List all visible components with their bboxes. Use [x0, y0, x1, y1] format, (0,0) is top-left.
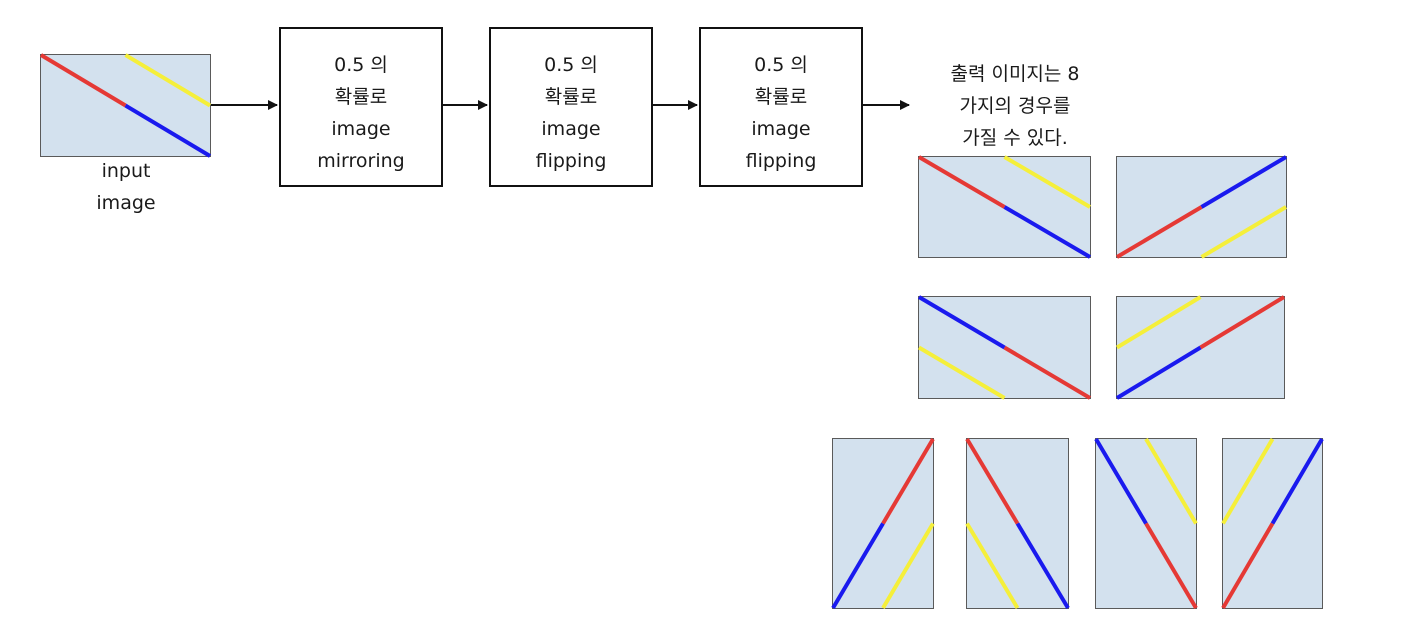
step-text: 0.5 의 [334, 54, 388, 76]
image-lines [965, 437, 1070, 610]
step-text: 0.5 의 [754, 54, 808, 76]
yellow-line [965, 522, 1020, 610]
red-line [1199, 295, 1286, 350]
image-lines [1115, 155, 1288, 259]
red-line [881, 437, 935, 525]
image-lines [917, 155, 1092, 259]
yellow-line [1221, 437, 1275, 525]
yellow-line [1200, 205, 1288, 259]
output-image-1 [917, 155, 1092, 259]
blue-line [1003, 205, 1092, 259]
yellow-line [917, 345, 1006, 400]
red-line [965, 437, 1020, 525]
step-text: 0.5 의 [544, 54, 598, 76]
blue-line [1115, 345, 1202, 400]
image-lines [831, 437, 935, 610]
blue-line [917, 295, 1006, 350]
step-text: image [331, 118, 391, 140]
blue-line [831, 522, 885, 610]
image-lines [39, 53, 212, 158]
yellow-line [1144, 437, 1198, 525]
blue-line [1270, 437, 1324, 525]
image-lines [1094, 437, 1198, 610]
input-image [39, 53, 212, 158]
output-caption-line3: 가질 수 있다. [962, 127, 1068, 149]
red-line [1221, 522, 1275, 610]
yellow-line [124, 53, 212, 108]
input-caption-line1: input [101, 160, 151, 182]
blue-line [1015, 522, 1070, 610]
red-line [1115, 205, 1203, 259]
blue-line [1200, 155, 1288, 209]
red-line [1003, 345, 1092, 400]
step-text: 확률로 [754, 86, 808, 108]
yellow-line [1115, 295, 1202, 350]
input-caption-line2: image [96, 192, 156, 214]
step-text: 확률로 [334, 86, 388, 108]
step-box-mirroring: 0.5 의 확률로 image mirroring [279, 27, 443, 187]
blue-line [1094, 437, 1148, 525]
output-caption-line1: 출력 이미지는 8 [950, 63, 1080, 85]
output-image-7 [1094, 437, 1198, 610]
step-text: image [751, 118, 811, 140]
yellow-line [881, 522, 935, 610]
output-image-3 [917, 295, 1092, 400]
input-image-caption: input image [76, 155, 176, 219]
step-text: 확률로 [544, 86, 598, 108]
step-box-flipping-2: 0.5 의 확률로 image flipping [699, 27, 863, 187]
step-text: flipping [535, 150, 607, 172]
blue-line [124, 103, 212, 158]
output-image-2 [1115, 155, 1288, 259]
red-line [917, 155, 1006, 209]
step-text: flipping [745, 150, 817, 172]
step-text: mirroring [317, 150, 405, 172]
image-lines [917, 295, 1092, 400]
output-image-5 [831, 437, 935, 610]
image-lines [1115, 295, 1286, 400]
red-line [1144, 522, 1198, 610]
output-caption-line2: 가지의 경우를 [959, 95, 1071, 117]
output-image-8 [1221, 437, 1324, 610]
red-line [39, 53, 127, 108]
output-caption: 출력 이미지는 8 가지의 경우를 가질 수 있다. [915, 58, 1115, 154]
image-lines [1221, 437, 1324, 610]
step-text: image [541, 118, 601, 140]
output-image-4 [1115, 295, 1286, 400]
yellow-line [1003, 155, 1092, 209]
step-box-flipping-1: 0.5 의 확률로 image flipping [489, 27, 653, 187]
output-image-6 [965, 437, 1070, 610]
